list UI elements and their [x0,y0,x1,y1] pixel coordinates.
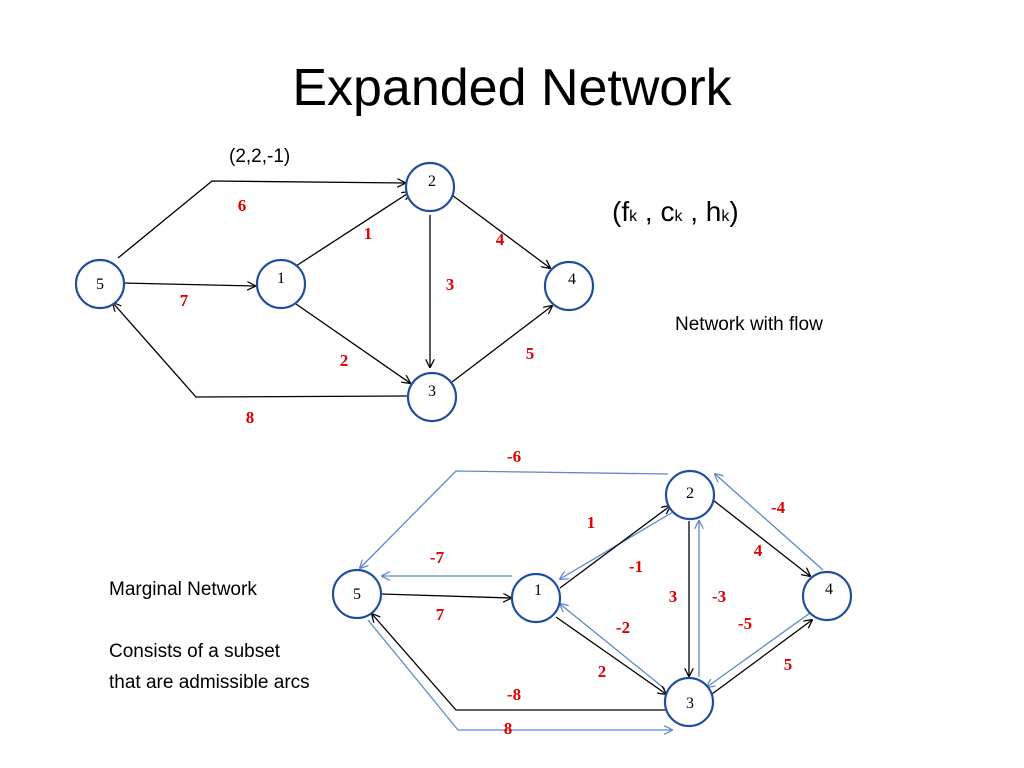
bottom-label-2-3: 3 [669,587,678,606]
bottom-arc-4-2 [715,474,824,571]
legend-close: ) [729,196,739,227]
top-network-caption: Network with flow [675,314,823,335]
bottom-node-2: 2 [664,469,716,521]
bottom-label-1-5: -7 [430,548,445,567]
bottom-label-3-1: -2 [616,618,630,637]
top-arc-2-4 [451,194,550,268]
svg-text:1: 1 [277,270,285,287]
legend-f: f [621,196,630,227]
bottom-label-2-5: -6 [507,447,521,466]
bottom-node-4: 4 [801,570,853,622]
bottom-arc-4-3 [707,612,811,687]
bottom-arc-5-1 [380,594,511,598]
top-arc-1-3 [295,303,410,383]
bottom-label-3-4: 5 [784,655,793,674]
legend-k2: k [674,208,683,225]
bottom-label-3-2: -3 [712,587,726,606]
bottom-node-5: 5 [331,568,383,620]
bottom-description-line2: that are admissible arcs [109,672,310,693]
bottom-label-5-3: 8 [504,719,513,738]
bottom-node-1: 1 [510,572,562,624]
top-node-5: 5 [74,258,126,310]
bottom-arc-1-3 [555,616,666,694]
bottom-label-5-1: 7 [436,605,445,624]
bottom-label-1-2: 1 [587,513,596,532]
bottom-arc-2-4 [712,499,810,576]
bottom-label-2-4: 4 [754,541,763,560]
top-arc-3-5 [113,303,408,398]
top-arc-5-2 [117,181,405,259]
bottom-arc-3-5 [372,614,666,711]
svg-text:1: 1 [534,582,542,599]
top-node-4: 4 [543,260,595,312]
svg-text:5: 5 [96,276,104,293]
legend-sep2: , [682,196,706,227]
svg-text:4: 4 [568,271,576,288]
top-label-5-2: 6 [238,196,247,215]
top-label-3-5: 8 [246,408,255,427]
top-node-1: 1 [255,258,307,310]
bottom-arc-1-2 [559,506,670,589]
legend-sep1: , [637,196,661,227]
bottom-label-3-5: -8 [507,685,521,704]
slide-title: Expanded Network [292,59,732,117]
top-label-1-3: 2 [340,351,349,370]
bottom-network: 5 1 2 3 4 7 1 4 3 2 5 -8 8 -6 -7 -1 -4 [331,447,853,738]
svg-text:2: 2 [686,485,694,502]
svg-text:2: 2 [428,173,436,190]
bottom-label-2-1: -1 [629,557,643,576]
top-label-2-3: 3 [446,275,455,294]
top-node-2: 2 [404,161,456,213]
bottom-label-1-3: 2 [598,662,607,681]
bottom-arc-3-4 [711,620,812,695]
bottom-label-4-2: -4 [771,498,786,517]
bottom-arc-5-3-blue [367,619,672,730]
top-label-3-4: 5 [526,344,535,363]
top-arc-3-4 [451,306,552,383]
top-arc-5-1 [122,283,255,286]
top-label-2-4: 4 [496,230,505,249]
top-label-5-1: 7 [180,291,189,310]
bottom-network-caption: Marginal Network [109,579,257,600]
legend-c: c [660,196,675,227]
legend-h: h [705,196,722,227]
bottom-arc-3-1 [560,604,666,690]
arc-annotation: (2,2,-1) [229,146,290,167]
bottom-arc-2-5 [360,470,669,568]
bottom-node-3: 3 [663,676,715,728]
top-label-1-2: 1 [364,224,373,243]
bottom-description-line1: Consists of a subset [109,641,281,662]
svg-text:3: 3 [428,383,436,400]
top-node-3: 3 [406,371,458,423]
legend-k3: k [721,208,730,225]
svg-text:4: 4 [825,581,833,598]
top-arc-1-2 [295,192,410,267]
svg-text:5: 5 [353,586,361,603]
bottom-label-4-3: -5 [738,614,752,633]
arc-legend: (fk , ck , hk) [612,196,739,228]
top-network: 5 1 2 3 4 6 1 4 7 3 2 5 8 (2,2,-1) [74,146,595,427]
legend-open: ( [612,196,622,227]
svg-text:3: 3 [686,695,694,712]
legend-k1: k [629,208,638,225]
